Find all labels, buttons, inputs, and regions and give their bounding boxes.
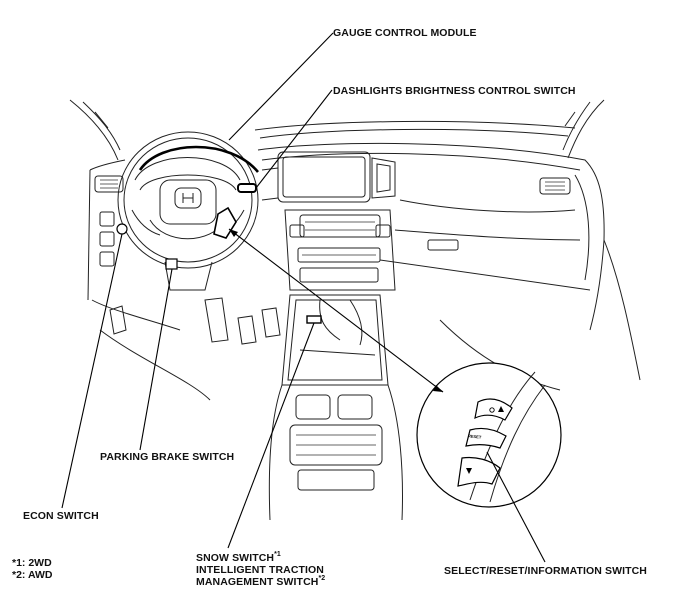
windshield-outline: [69, 99, 605, 161]
leader-lines: [61, 32, 546, 563]
label-econ-switch: ECON SWITCH: [23, 510, 99, 522]
label-dashlights-switch: DASHLIGHTS BRIGHTNESS CONTROL SWITCH: [333, 85, 576, 97]
label-parking-brake-switch: PARKING BRAKE SWITCH: [100, 451, 235, 463]
select-reset-detail-view: [416, 362, 562, 508]
center-stack: [284, 209, 396, 291]
label-gauge-control-module: GAUGE CONTROL MODULE: [333, 27, 477, 39]
snow-switch-marker: [306, 315, 322, 324]
note-awd: *2: AWD: [12, 569, 53, 581]
footnote-mark-2: *2: [318, 574, 326, 582]
label-snow-switch: SNOW SWITCH*1: [196, 550, 281, 564]
left-dash-buttons: [91, 211, 181, 331]
gauge-control-module: [138, 145, 260, 173]
dashlights-switch-marker: [237, 183, 257, 193]
note-2wd: *1: 2WD: [12, 557, 52, 569]
center-console: [268, 294, 403, 521]
label-itm-switch-line1: INTELLIGENT TRACTION: [196, 564, 324, 576]
footnote-mark-1: *1: [274, 550, 281, 558]
center-display: [261, 151, 396, 203]
label-itm-switch-line2: MANAGEMENT SWITCH*2: [196, 574, 326, 588]
econ-switch-marker: [116, 223, 128, 235]
pedals: [99, 297, 281, 401]
air-vents: [94, 175, 571, 251]
parking-brake-switch-marker: [165, 258, 178, 270]
label-select-reset-switch: SELECT/RESET/INFORMATION SWITCH: [444, 565, 647, 577]
